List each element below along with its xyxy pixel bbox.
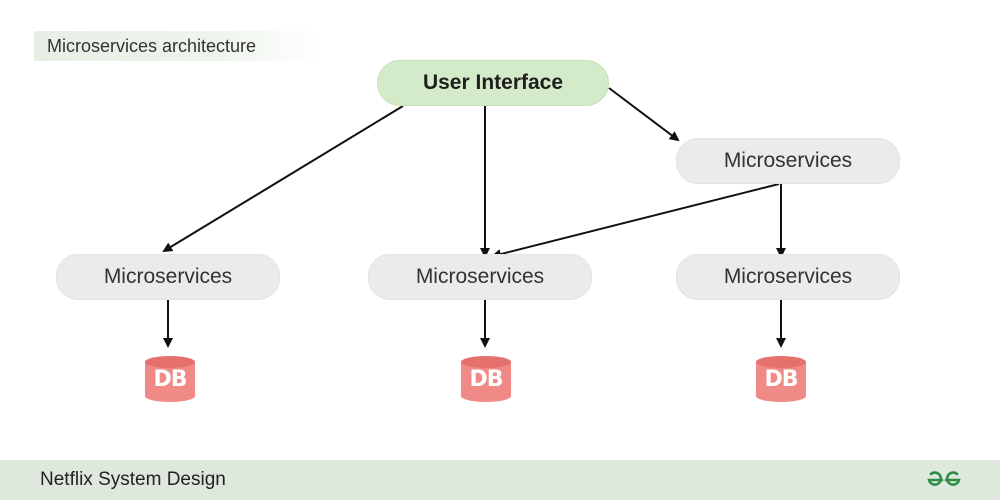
- footer-title: Netflix System Design: [40, 469, 226, 490]
- database-left: DB: [143, 355, 197, 403]
- microservices-node-bottom-right: Microservices: [676, 254, 900, 300]
- diagram-edges: [162, 87, 786, 348]
- edge-ui-to-left-service: [162, 105, 404, 253]
- geeksforgeeks-logo-icon: [927, 471, 961, 486]
- edge-top-right-to-center-service: [491, 183, 780, 259]
- microservices-node-left: Microservices: [56, 254, 280, 300]
- diagram-title: Microservices architecture: [34, 31, 324, 61]
- database-label: DB: [764, 367, 798, 392]
- database-icon: [756, 356, 806, 402]
- microservices-node-center: Microservices: [368, 254, 592, 300]
- database-icon: [145, 356, 195, 402]
- database-center: DB: [459, 355, 513, 403]
- database-right: DB: [754, 355, 808, 403]
- microservices-node-top-right: Microservices: [676, 138, 900, 184]
- edge-ui-to-top-right-service: [608, 87, 680, 142]
- database-label: DB: [469, 367, 503, 392]
- database-icon: [461, 356, 511, 402]
- database-label: DB: [153, 367, 187, 392]
- footer-bar: Netflix System Design: [0, 460, 1000, 500]
- user-interface-node: User Interface: [377, 60, 609, 106]
